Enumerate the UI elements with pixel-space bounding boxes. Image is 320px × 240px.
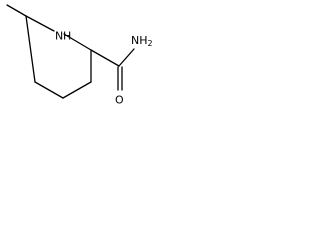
bond-carbonyl-n xyxy=(118,48,135,67)
atom-h-ring: H xyxy=(63,30,71,43)
bond-c6-n1 xyxy=(25,15,55,32)
atom-nh-amide: NH2 xyxy=(131,34,153,48)
bond-n1-c2 xyxy=(63,33,92,51)
bond-c5-c6 xyxy=(25,15,36,83)
atom-nh-amide-subscript: 2 xyxy=(148,39,153,48)
structure-diagram: N H NH2 O xyxy=(0,0,166,115)
bond-methyl xyxy=(6,4,27,17)
atom-n-ring: N xyxy=(55,30,63,43)
bond-c3-c4 xyxy=(62,81,92,99)
bond-c4-c5 xyxy=(34,81,64,99)
bond-c2-carbonyl xyxy=(90,49,120,67)
atom-o: O xyxy=(115,94,124,107)
molecule-svg: N H NH2 O xyxy=(6,4,153,107)
